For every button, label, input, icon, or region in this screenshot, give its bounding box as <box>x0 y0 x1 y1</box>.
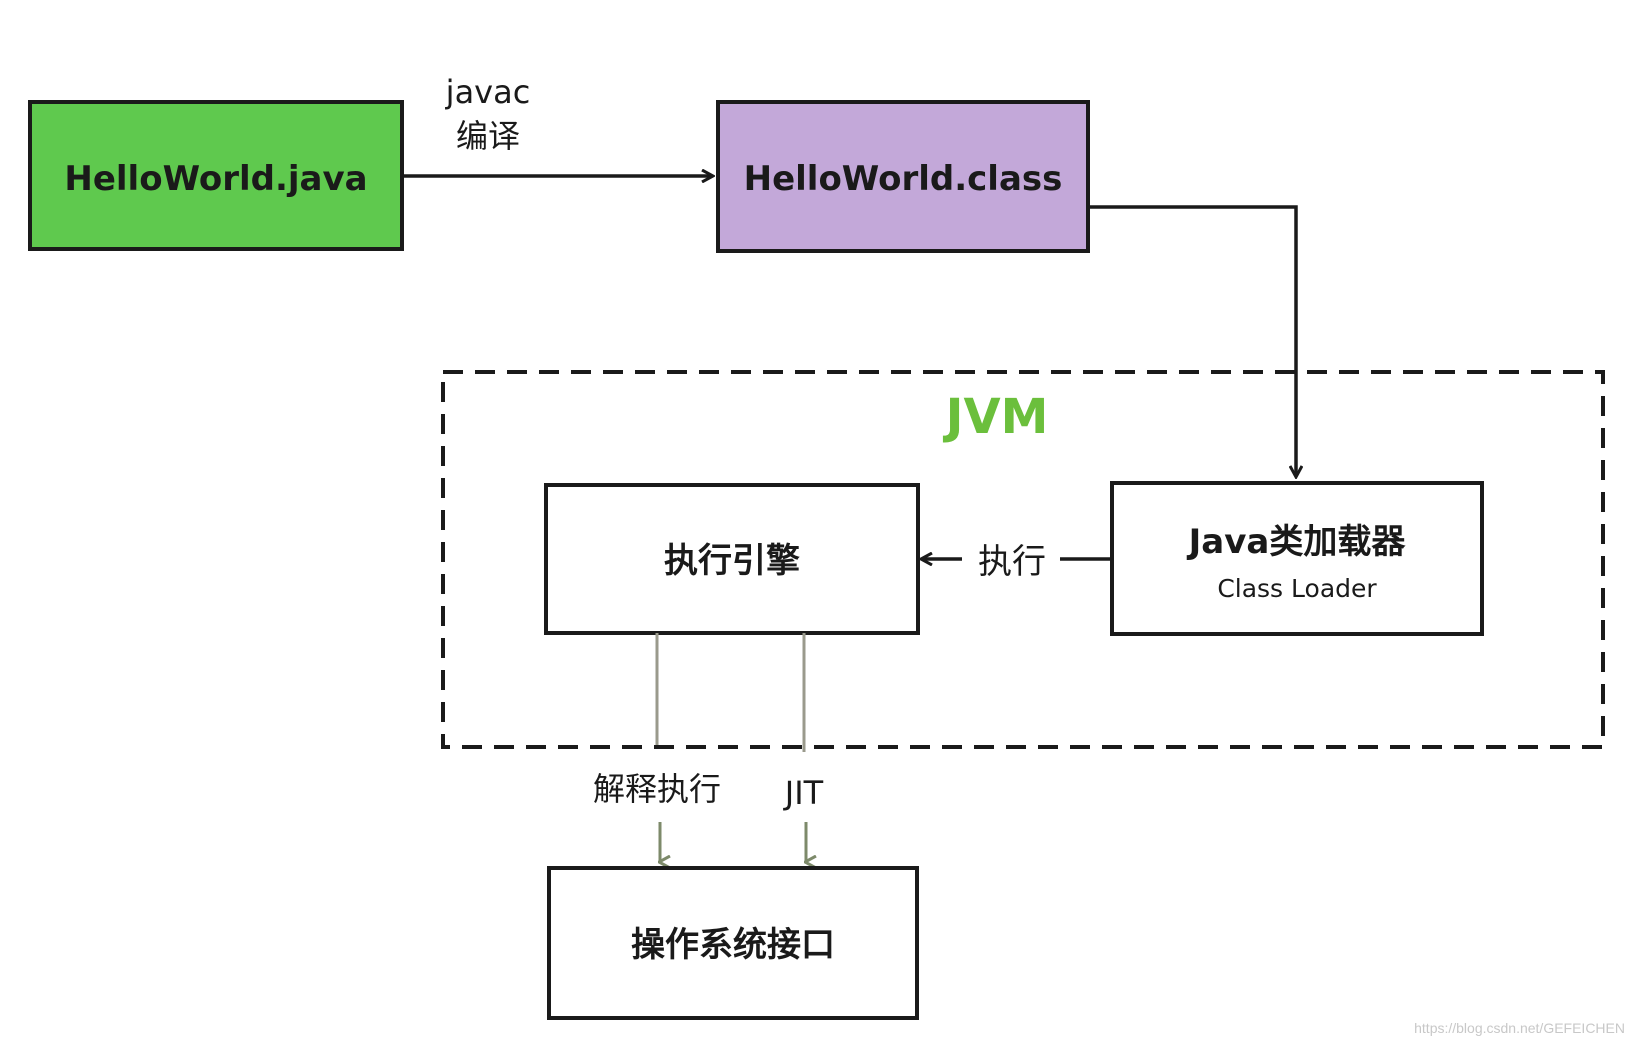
jvm-label: JVM <box>943 389 1049 445</box>
execution-engine-label: 执行引擎 <box>664 541 800 581</box>
jit-label: JIT <box>783 774 824 812</box>
os-interface-node <box>547 866 919 1020</box>
class-loader-label: Java类加载器 <box>1187 522 1407 562</box>
class-loader-sublabel: Class Loader <box>1217 574 1377 603</box>
source-file-node <box>28 100 404 251</box>
compile-label-line1: javac <box>445 73 531 111</box>
class-loader-node <box>1110 481 1484 636</box>
interpret-label: 解释执行 <box>593 770 721 808</box>
watermark: https://blog.csdn.net/GEFEICHEN <box>1414 1020 1625 1036</box>
class-file-node <box>716 100 1090 253</box>
os-interface-label: 操作系统接口 <box>631 925 835 965</box>
load-arrow <box>1088 205 1296 476</box>
compile-label-line2: 编译 <box>456 117 520 155</box>
execution-engine-node <box>544 483 920 635</box>
source-file-label: HelloWorld.java <box>64 159 367 199</box>
jvm-container <box>441 370 1605 749</box>
class-file-label: HelloWorld.class <box>744 159 1063 199</box>
execute-label: 执行 <box>978 542 1046 582</box>
